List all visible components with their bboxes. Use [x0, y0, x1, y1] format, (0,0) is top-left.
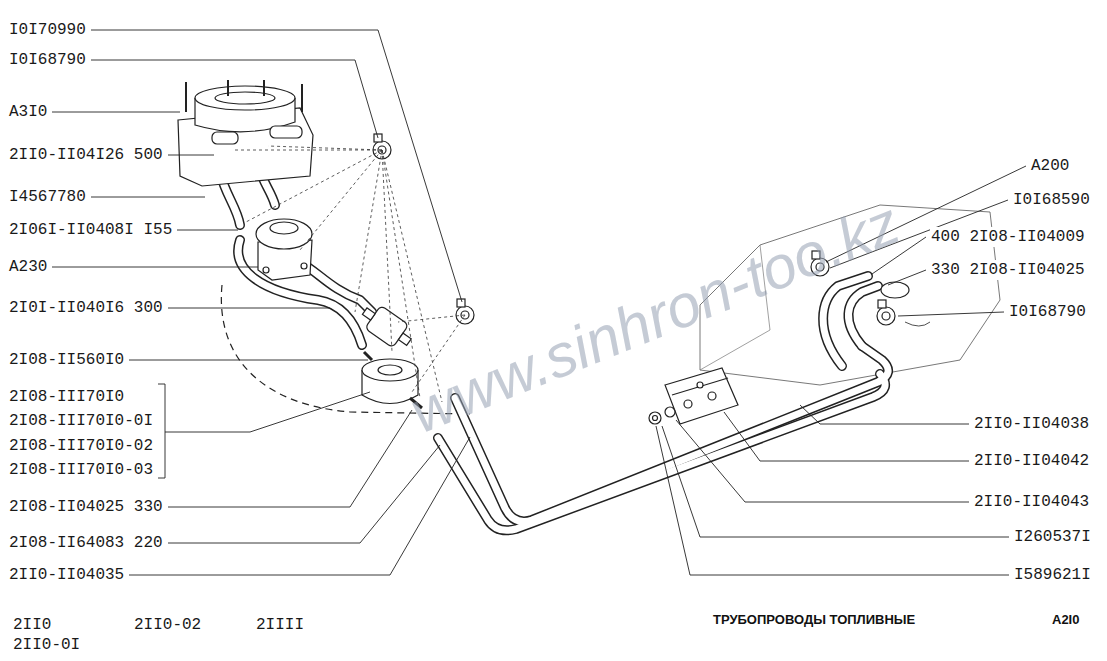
callout-number: 2II0-0I — [12, 635, 81, 655]
watermark: www.sinhron-too.kz — [401, 188, 910, 448]
callout-number: 330 2I08-II04025 — [930, 260, 1086, 280]
fuel-pump-cap — [256, 219, 312, 249]
callout-number: 2I08-II04025 330 — [8, 497, 164, 517]
callout-number: I260537I — [1013, 527, 1092, 547]
callout-number: 2I06I-II0408I I55 — [8, 220, 173, 240]
callout-number: I0I68790 — [1008, 302, 1087, 322]
callout-number: 400 2I08-II04009 — [930, 227, 1086, 247]
washer — [665, 407, 675, 417]
callout-number: I0I70990 — [8, 20, 87, 40]
callout-number: A3I0 — [8, 102, 48, 122]
callout-number: 2II0-II04038 — [973, 414, 1090, 434]
nut — [649, 412, 661, 424]
callout-number: I0I68790 — [8, 50, 87, 70]
callout-number: 2I08-III70I0-03 — [8, 460, 154, 480]
callout-number: I4567780 — [8, 187, 87, 207]
sheet-code: A2I0 — [1052, 611, 1079, 629]
callout-number: 2I0I-II040I6 300 — [8, 298, 164, 318]
callout-number: 2II0-02 — [133, 615, 202, 635]
callout-number: 2II0-II04043 — [973, 492, 1090, 512]
leader-lines — [52, 30, 1026, 575]
callout-number: A200 — [1030, 156, 1070, 176]
fuel-filter — [357, 300, 417, 354]
sheet-title: ТРУБОПРОВОДЫ ТОПЛИВНЫЕ — [713, 611, 915, 629]
callout-number: I589621I — [1013, 565, 1092, 585]
tank-sender — [881, 282, 909, 298]
carburettor-lid — [195, 86, 295, 110]
callout-number: I0I68590 — [1012, 190, 1091, 210]
callout-number: 2I08-II560I0 — [8, 350, 125, 370]
callout-number: 2I08-II64083 220 — [8, 533, 164, 553]
dashed-leaders — [232, 146, 465, 402]
callout-number: 2II0-II04035 — [8, 565, 125, 585]
callout-number: 2II0 — [12, 615, 52, 635]
callout-number: 2II0-II04I26 500 — [8, 145, 164, 165]
callout-number: 2IIII — [255, 615, 305, 635]
callout-number: 2I08-III70I0-0I — [8, 411, 154, 431]
callout-number: A230 — [8, 257, 48, 277]
callout-number: 2II0-II04042 — [973, 451, 1090, 471]
callout-number: 2I08-III70I0-02 — [8, 436, 154, 456]
callout-number: 2I08-III70I0 — [8, 387, 125, 407]
